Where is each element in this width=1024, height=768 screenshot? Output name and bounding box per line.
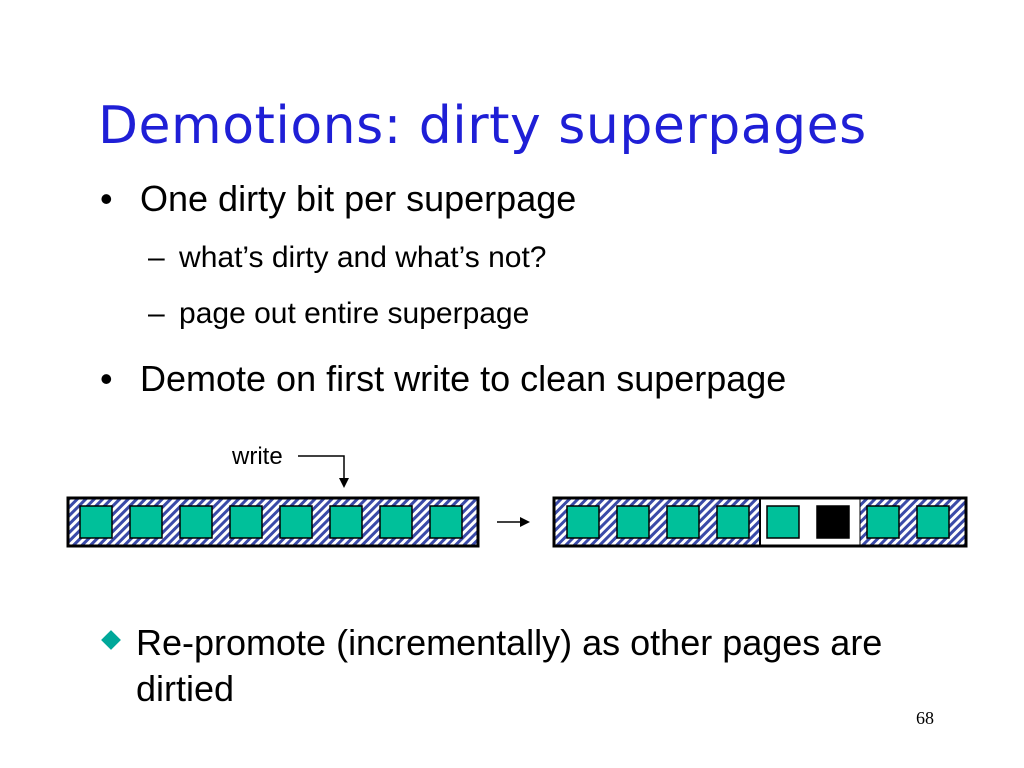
subbullet-text: page out entire superpage [179,297,530,330]
subbullet-marker: – [148,241,165,274]
slide-title: Demotions: dirty superpages [98,96,867,156]
bullet-text: Re-promote (incrementally) as other page… [136,622,883,709]
page-square [916,505,950,539]
transition-arrow-icon [497,517,530,527]
page-square [666,505,700,539]
subbullet-text: what’s dirty and what’s not? [179,241,547,274]
page-number: 68 [916,708,934,728]
page-square [716,505,750,539]
left-superpage [66,496,480,548]
right-superpage [552,496,968,548]
page-square [379,505,413,539]
page-square [179,505,213,539]
right-superpage-pages [566,505,950,539]
page-square [129,505,163,539]
write-arrow-head [339,478,349,488]
page-square [766,505,800,539]
bullet-text: One dirty bit per superpage [140,178,577,219]
page-square [429,505,463,539]
subbullet-1: – what’s dirty and what’s not? [148,240,546,276]
subbullet-marker: – [148,297,165,330]
page-square [229,505,263,539]
bullet-marker: • [100,358,113,399]
write-arrow-line [298,455,345,482]
write-label: write [231,443,283,470]
subbullet-2: – page out entire superpage [148,296,529,332]
bullet-marker: • [100,178,113,219]
page-square [279,505,313,539]
page-square [616,505,650,539]
diamond-icon [101,630,121,650]
page-square [866,505,900,539]
bullet-text: Demote on first write to clean superpage [140,358,787,399]
superpage-diagram: write [66,443,968,548]
page-square [79,505,113,539]
left-superpage-pages [79,505,463,539]
page-square [329,505,363,539]
written-page [816,505,850,539]
page-square [566,505,600,539]
